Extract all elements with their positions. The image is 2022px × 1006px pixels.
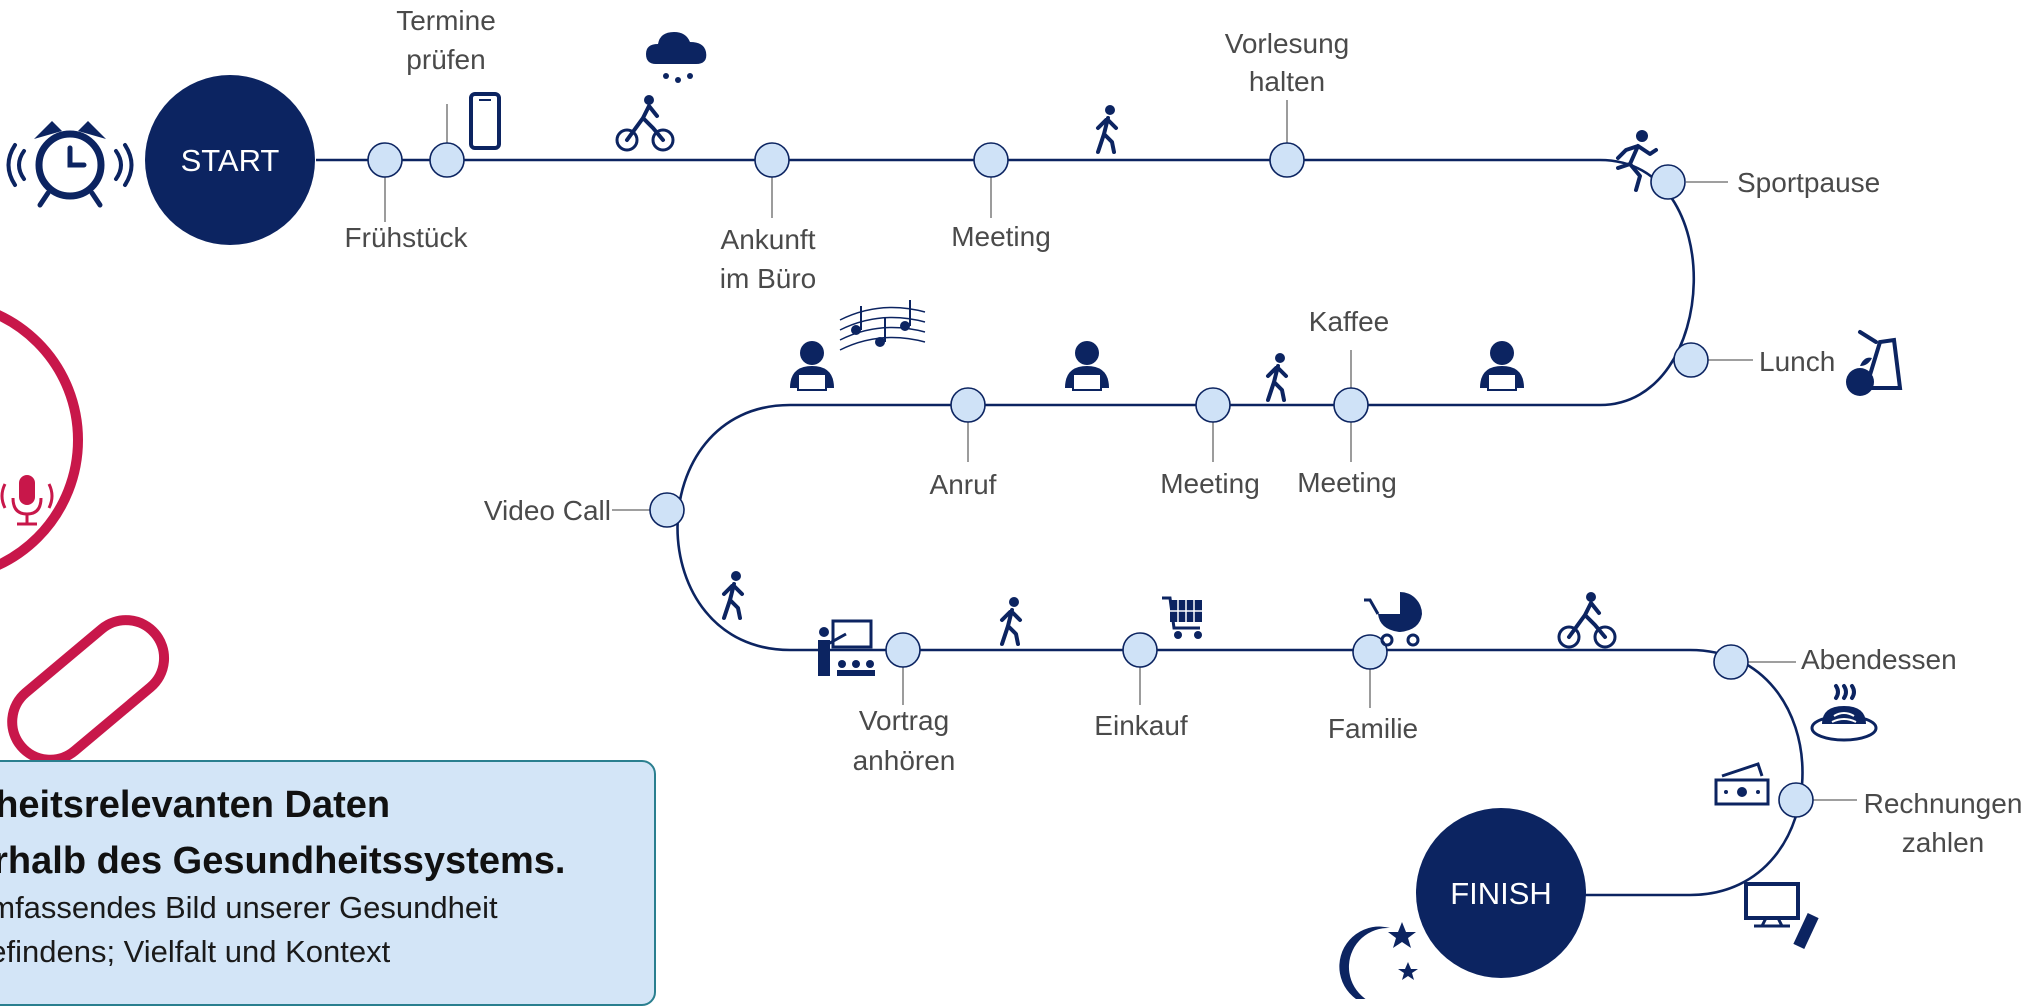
moon-stars-icon [1339,922,1418,999]
station-label-meeting1: Meeting [951,221,1051,252]
station-node-familie [1352,634,1388,670]
station-nodes [367,142,1814,818]
station-node-einkauf [1122,632,1158,668]
television-remote-icon [1744,882,1819,949]
station-node-anruf [950,387,986,423]
station-label-videocall: Video Call [484,495,611,526]
station-label-vorlesung-line2: halten [1249,66,1325,97]
teacher-audience-icon [818,619,875,676]
station-label-anruf: Anruf [930,469,997,500]
station-label-vortrag-line2: anhören [853,745,956,776]
station-label-rechnungen-line1: Rechnungen [1864,788,2022,819]
station-label-vorlesung-line1: Vorlesung [1225,28,1350,59]
walker-icon [722,571,744,620]
microphone-icon [0,475,54,526]
station-node-termine [429,142,465,178]
music-notes-icon [839,300,926,351]
station-node-vorlesung [1269,142,1305,178]
shopping-cart-icon [1162,596,1202,639]
station-node-meeting1 [973,142,1009,178]
station-label-lunch: Lunch [1759,346,1835,377]
info-box-text-line2: befindens; Vielfalt und Kontext [0,934,391,969]
station-node-vortrag [885,632,921,668]
leader-lines [384,100,1857,801]
timeline-path [316,158,1804,897]
walker-icon [1096,105,1118,154]
station-node-sportpause [1650,164,1686,200]
station-label-rechnungen-line2: zahlen [1902,827,1985,858]
station-label-ankunft-line1: Ankunft [721,224,816,255]
station-label-vortrag-line1: Vortrag [859,705,949,736]
runner-icon [1616,130,1658,192]
cyclist-icon [1557,592,1617,649]
finish-label: FINISH [1450,876,1552,911]
walker-icon [1000,597,1022,646]
station-node-videocall [649,492,685,528]
station-label-meeting2: Meeting [1160,468,1260,499]
station-node-ankunft [754,142,790,178]
money-bill-icon [1714,762,1770,806]
station-label-meeting3: Meeting [1297,467,1397,498]
station-label-termine-line1: Termine [396,5,496,36]
station-node-fruehstueck [367,142,403,178]
station-node-lunch [1673,342,1709,378]
station-node-meeting3 [1333,387,1369,423]
info-box-text-line1: umfassendes Bild unserer Gesundheit [0,890,498,925]
station-label-termine-line2: prüfen [406,44,485,75]
info-box-heading-line2: erhalb des Gesundheitssystems. [0,840,566,882]
finish-circle: FINISH [1416,808,1586,978]
station-label-fruehstueck: Frühstück [345,222,469,253]
baby-stroller-icon [1364,592,1422,647]
lunch-apple-icon [1846,330,1903,396]
station-label-sportpause: Sportpause [1737,167,1880,198]
developer-icon [790,341,834,391]
walker-icon [1266,353,1288,402]
station-labels: Frühstück Termine prüfen Ankunft im Büro… [345,5,2022,858]
station-node-rechnungen [1778,782,1814,818]
smartphone-icon [469,92,501,150]
magnifying-glass-icon [0,310,170,765]
start-label: START [181,143,280,178]
alarm-clock-icon [6,121,134,208]
station-label-ankunft-line2: im Büro [720,263,816,294]
developer-icon [1065,341,1109,391]
station-label-kaffee: Kaffee [1309,306,1389,337]
station-node-meeting2 [1195,387,1231,423]
station-label-abendessen: Abendessen [1801,644,1957,675]
station-node-abendessen [1713,644,1749,680]
start-circle: START [145,75,315,245]
station-label-familie: Familie [1328,713,1418,744]
cyclist-icon [615,95,675,152]
spaghetti-dinner-icon [1810,684,1878,742]
developer-icon [1480,341,1524,391]
info-box: dheitsrelevanten Daten erhalb des Gesund… [0,760,656,1006]
info-box-heading-line1: dheitsrelevanten Daten [0,784,391,826]
station-label-einkauf: Einkauf [1094,710,1188,741]
rain-cloud-icon [646,32,707,83]
